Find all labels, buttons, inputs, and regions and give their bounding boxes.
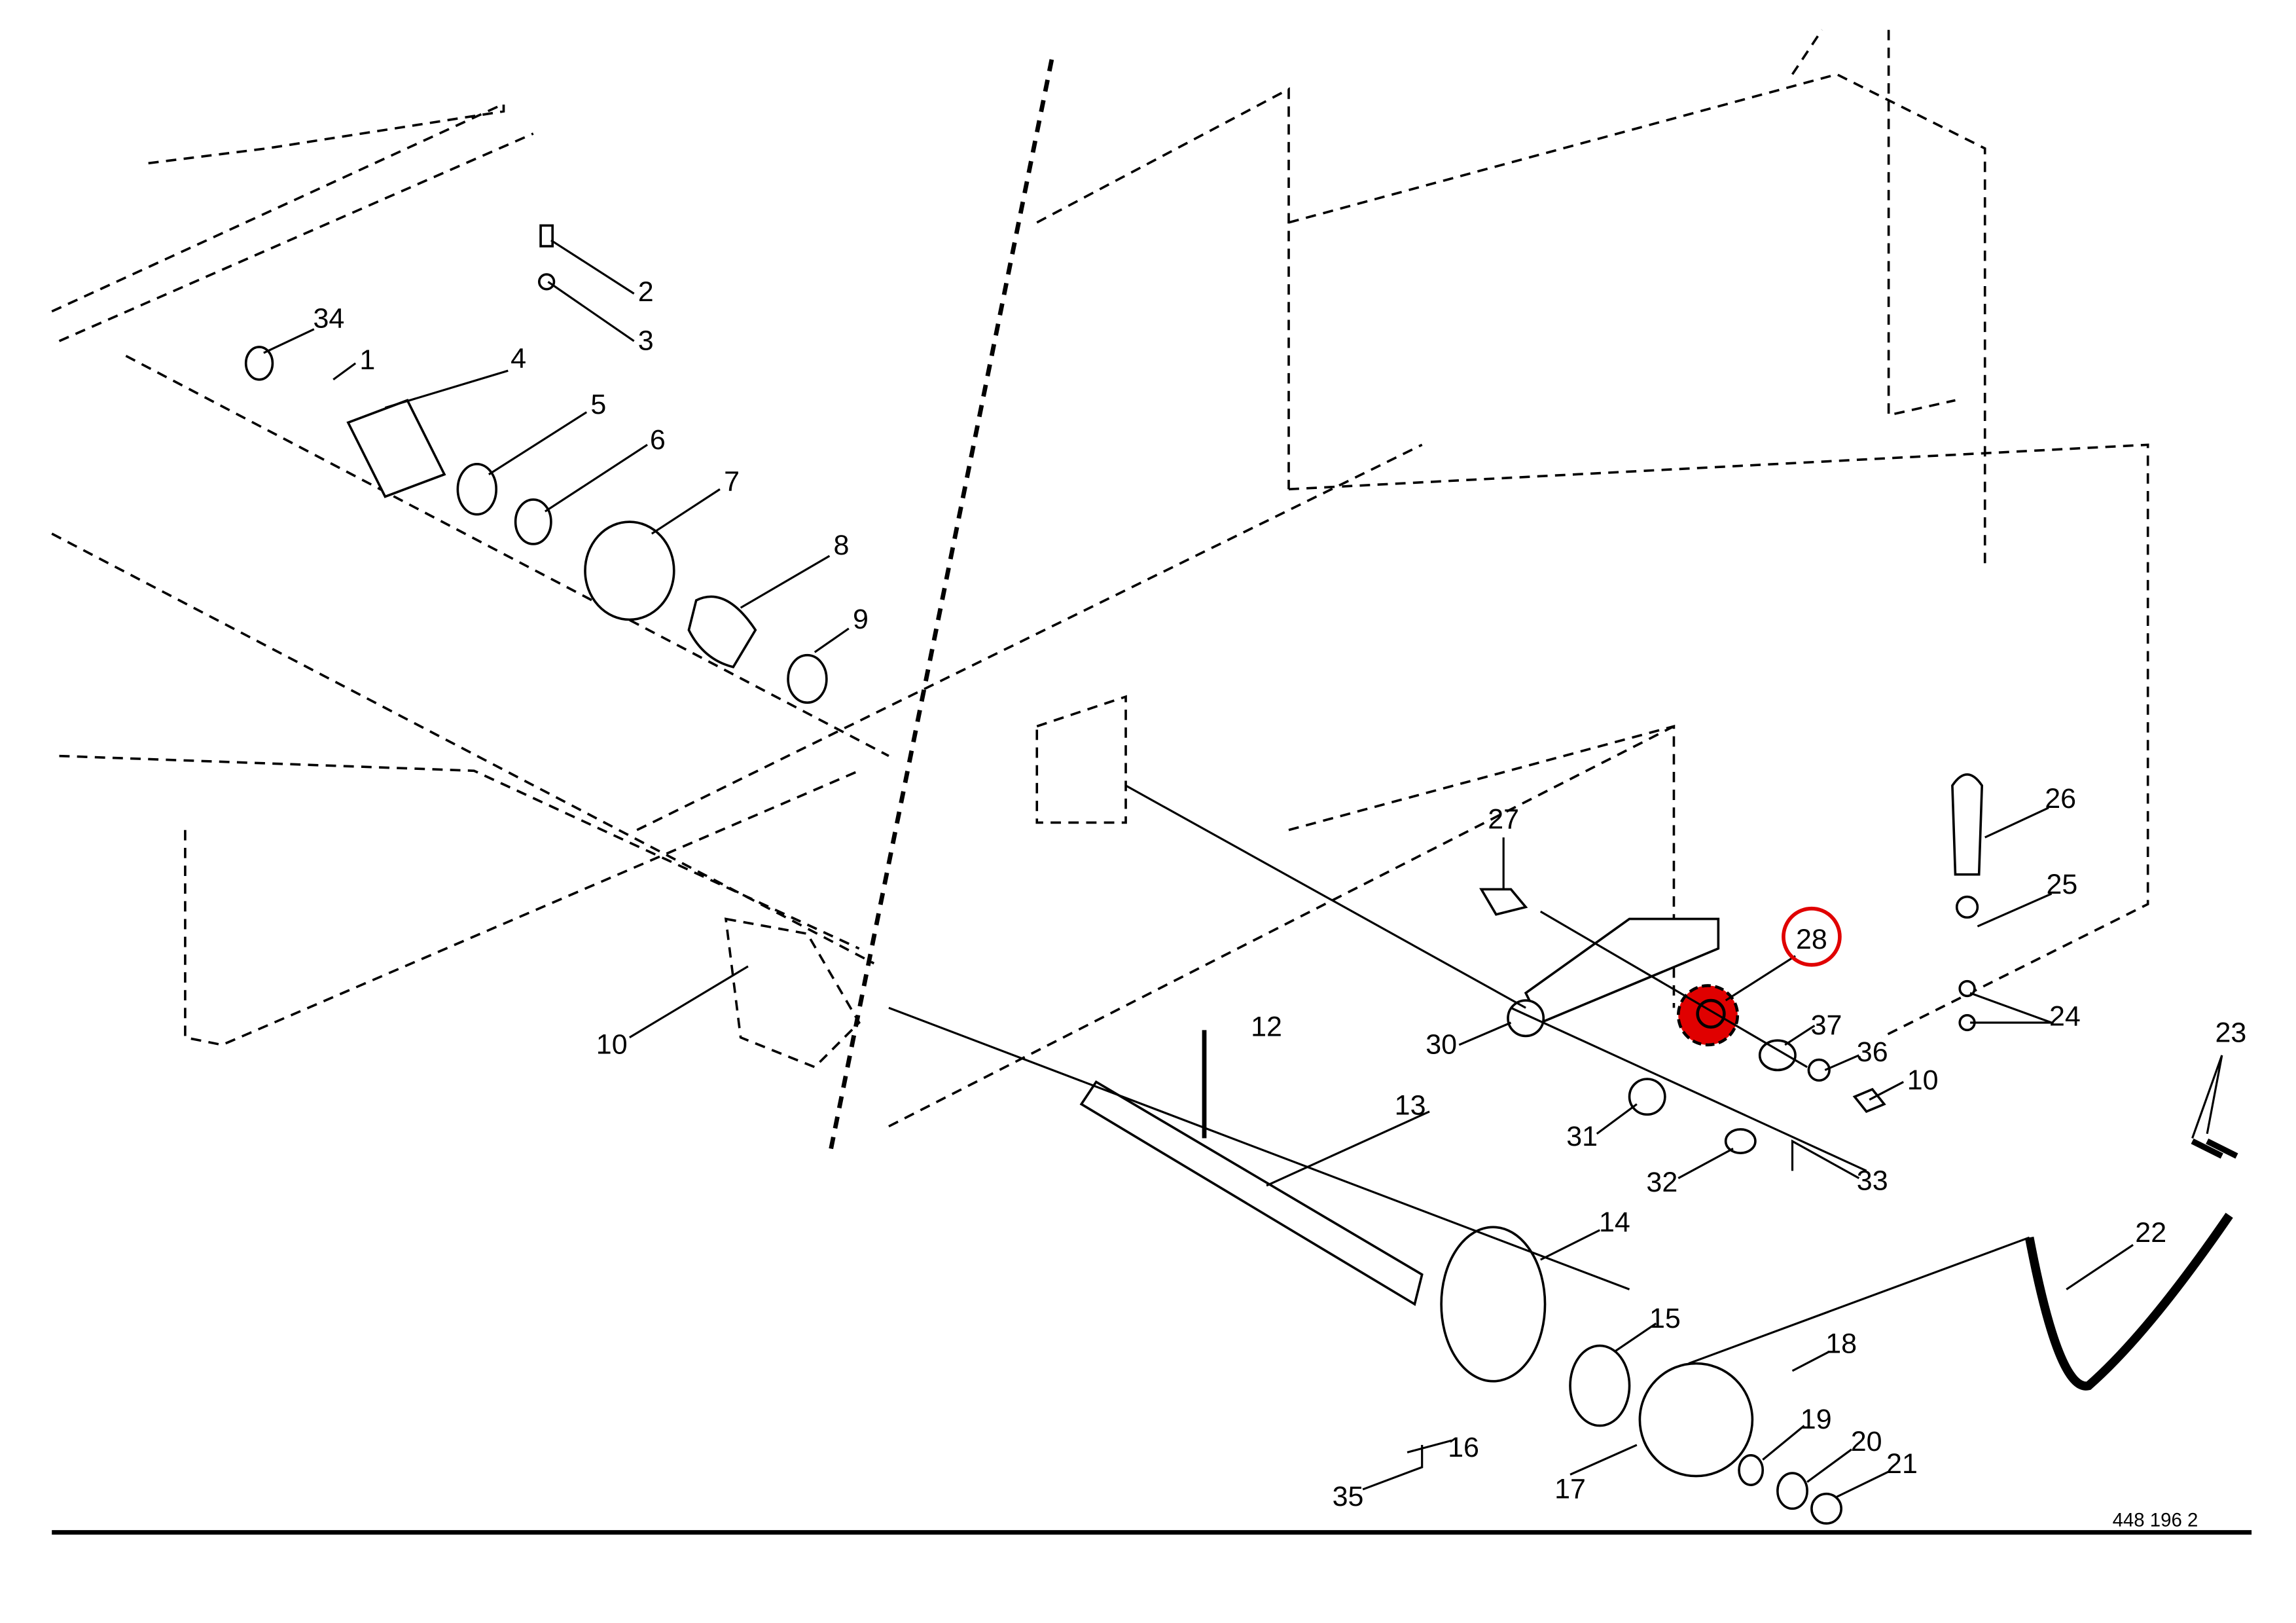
- callout-33[interactable]: 33: [1857, 1165, 1888, 1197]
- callout-28[interactable]: 28: [1796, 924, 1827, 955]
- callout-19[interactable]: 19: [1801, 1404, 1832, 1435]
- callout-labels: 3412345678910121314151617181920212223242…: [314, 276, 2247, 1512]
- callout-16[interactable]: 16: [1448, 1432, 1479, 1463]
- callout-1[interactable]: 1: [359, 344, 375, 376]
- callout-36[interactable]: 36: [1857, 1036, 1888, 1068]
- callout-32[interactable]: 32: [1646, 1167, 1677, 1198]
- callout-5[interactable]: 5: [590, 389, 606, 420]
- highlight-circle: [1782, 906, 1842, 967]
- callout-6[interactable]: 6: [650, 424, 666, 456]
- callout-14[interactable]: 14: [1599, 1207, 1630, 1238]
- callout-15[interactable]: 15: [1649, 1303, 1681, 1334]
- callout-25[interactable]: 25: [2046, 869, 2077, 900]
- callout-10[interactable]: 10: [1907, 1065, 1939, 1096]
- callout-13[interactable]: 13: [1395, 1089, 1426, 1121]
- callout-12[interactable]: 12: [1251, 1011, 1282, 1042]
- callout-26[interactable]: 26: [2045, 783, 2076, 814]
- callout-3[interactable]: 3: [638, 325, 654, 357]
- callout-34[interactable]: 34: [314, 303, 345, 335]
- leader-lines: [263, 239, 2223, 1498]
- machine-frame-outline: [51, 29, 2149, 1157]
- callout-18[interactable]: 18: [1825, 1328, 1857, 1360]
- callout-23[interactable]: 23: [2215, 1017, 2246, 1048]
- callout-24[interactable]: 24: [2049, 1001, 2081, 1032]
- callout-31[interactable]: 31: [1566, 1121, 1598, 1152]
- callout-10[interactable]: 10: [596, 1029, 628, 1061]
- callout-30[interactable]: 30: [1426, 1029, 1457, 1061]
- drawing-number: 448 196 2: [2113, 1510, 2198, 1531]
- callout-17[interactable]: 17: [1554, 1474, 1586, 1505]
- callout-7[interactable]: 7: [724, 466, 740, 498]
- highlighted-sprocket-28[interactable]: [1676, 984, 1740, 1047]
- callout-2[interactable]: 2: [638, 276, 654, 308]
- callout-4[interactable]: 4: [511, 343, 526, 374]
- parts: [244, 224, 2238, 1525]
- callout-21[interactable]: 21: [1886, 1448, 1918, 1480]
- callout-8[interactable]: 8: [834, 530, 850, 561]
- callout-37[interactable]: 37: [1811, 1010, 1842, 1041]
- callout-27[interactable]: 27: [1488, 804, 1519, 835]
- callout-9[interactable]: 9: [853, 604, 869, 635]
- callout-35[interactable]: 35: [1333, 1481, 1364, 1512]
- callout-22[interactable]: 22: [2135, 1217, 2166, 1249]
- callout-20[interactable]: 20: [1851, 1426, 1882, 1457]
